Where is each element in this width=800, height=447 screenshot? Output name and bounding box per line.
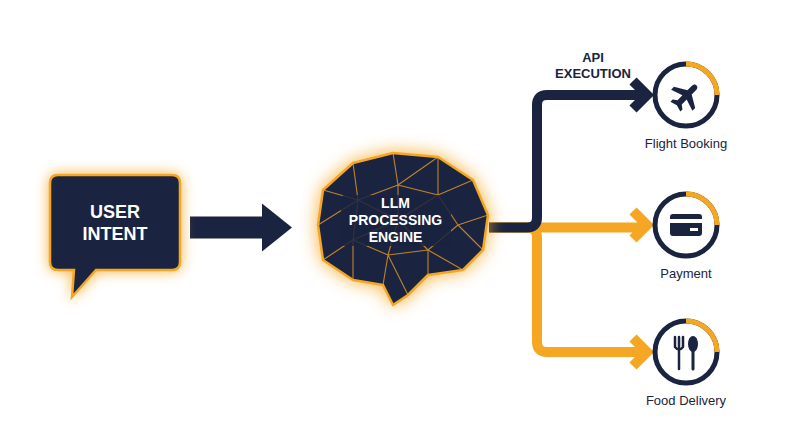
icon-circle <box>651 317 721 387</box>
card-stripe <box>670 219 702 223</box>
service-label: Flight Booking <box>645 136 727 152</box>
plane-icon <box>665 75 707 117</box>
circle-ring <box>655 64 717 126</box>
service-node: Payment <box>631 190 741 282</box>
flow-arrow <box>190 204 292 252</box>
brain-shape-node: LLM PROCESSING ENGINE <box>298 145 493 310</box>
card-body <box>670 214 702 236</box>
bubble-shape <box>50 175 180 297</box>
spoon-handle <box>692 350 695 369</box>
service-node: Food Delivery <box>631 317 741 409</box>
speech-bubble: USER INTENT <box>50 175 180 297</box>
plane-shape <box>665 75 707 117</box>
service-label: Food Delivery <box>646 393 726 409</box>
node-title: LLM PROCESSING ENGINE <box>341 195 451 246</box>
annotation-label: API EXECUTION <box>548 50 638 82</box>
flow-arrow <box>489 228 647 367</box>
icon-circle <box>651 60 721 130</box>
card-icon <box>670 214 702 236</box>
fork-shape <box>675 337 683 369</box>
icon-circle <box>651 190 721 260</box>
flow-arrow <box>489 81 647 228</box>
brain-silhouette <box>318 153 488 305</box>
service-label: Payment <box>660 266 711 282</box>
circle-ring <box>655 194 717 256</box>
food-icon <box>675 336 698 369</box>
bubble-text-area: USER INTENT <box>50 175 180 270</box>
service-node: Flight Booking <box>631 60 741 152</box>
circle-ring <box>655 321 717 383</box>
brain-mesh <box>318 153 488 295</box>
brain-text-area: LLM PROCESSING ENGINE <box>298 145 493 295</box>
node-title: USER INTENT <box>65 201 165 245</box>
circle-accent <box>686 321 717 352</box>
card-chip <box>690 228 698 231</box>
